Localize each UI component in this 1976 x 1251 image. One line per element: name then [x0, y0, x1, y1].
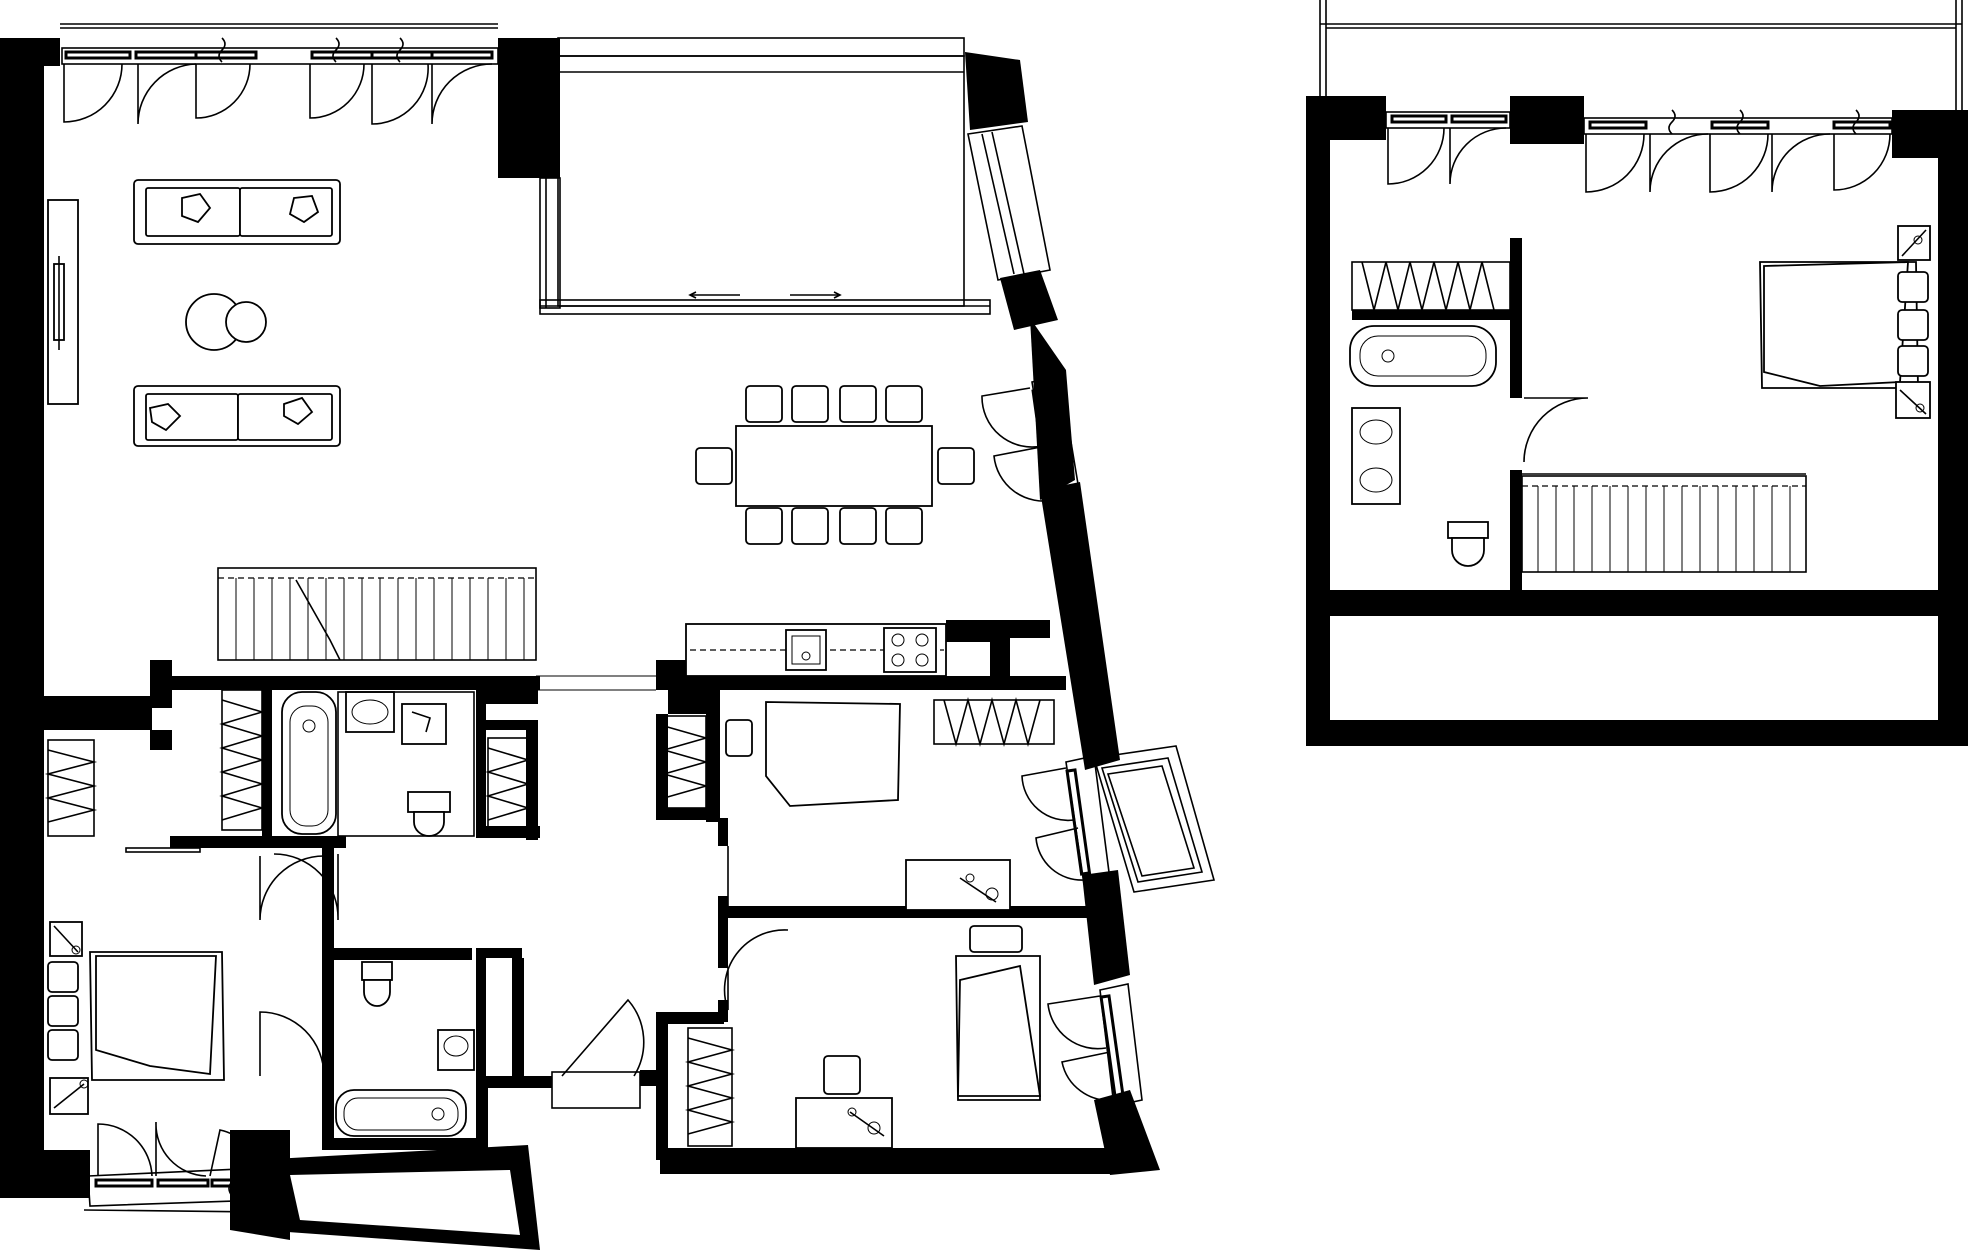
upper-balcony — [1319, 0, 1963, 110]
bathroom-second — [335, 961, 475, 1137]
upper-bathroom — [1349, 325, 1589, 567]
main-bottom-windows — [83, 1121, 265, 1213]
upper-french-doors — [1385, 109, 1893, 193]
bedroom-middle — [725, 701, 1011, 911]
upper-staircase — [1521, 473, 1807, 573]
main-floor-plan — [0, 23, 1216, 1250]
living-sofa-top — [133, 179, 341, 245]
kitchen-counter — [685, 623, 947, 677]
upper-floor-walls — [1306, 96, 1968, 746]
wardrobes — [44, 689, 1055, 1147]
coffee-tables — [185, 293, 267, 351]
main-top-french-doors — [60, 23, 499, 125]
bedroom-bottom — [795, 925, 1042, 1149]
upper-floor-plan — [1306, 0, 1968, 746]
upper-wardrobe — [1351, 261, 1511, 311]
bathroom-main — [281, 691, 475, 837]
dining-table — [735, 425, 933, 507]
main-floor-exterior-walls — [0, 38, 1160, 1250]
main-staircase — [217, 567, 656, 691]
main-balcony — [539, 37, 991, 315]
tv-cabinet — [47, 199, 79, 405]
main-interior-doors — [125, 846, 791, 1109]
upper-bedroom — [1759, 225, 1931, 419]
living-sofa-bottom — [133, 385, 341, 447]
dining-chairs — [695, 385, 975, 545]
main-right-windows — [967, 125, 1216, 1107]
bedroom-left — [47, 921, 225, 1115]
